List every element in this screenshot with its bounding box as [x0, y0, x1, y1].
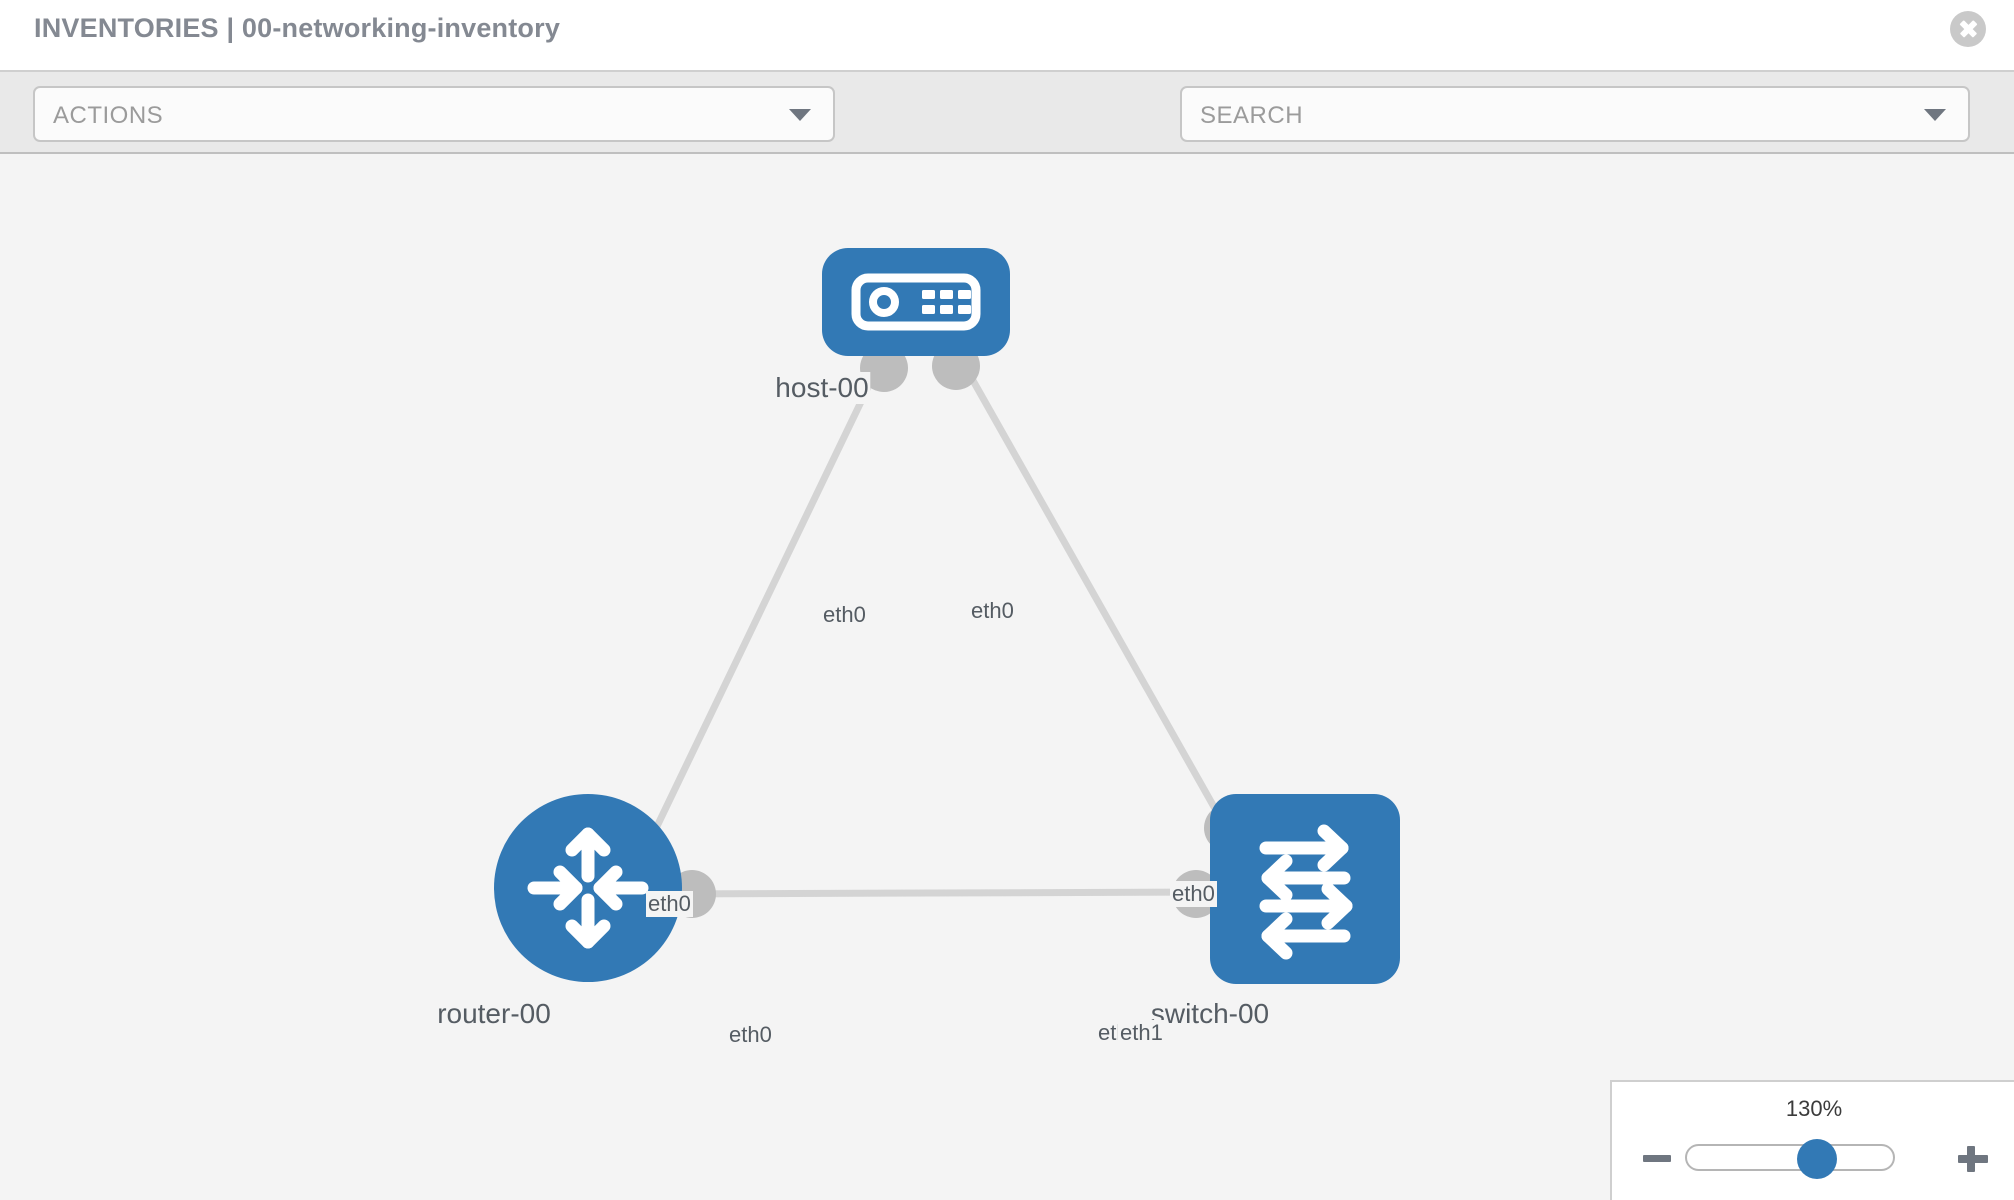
zoom-panel: 130% [1610, 1080, 2014, 1200]
link-host-switch [954, 352, 1248, 862]
node-switch-00-shape[interactable] [1210, 794, 1400, 984]
page-title: INVENTORIES | 00-networking-inventory [34, 13, 561, 43]
plus-icon-vertical [1967, 1146, 1975, 1172]
chevron-down-icon [1924, 109, 1946, 121]
actions-dropdown[interactable]: ACTIONS [33, 86, 835, 142]
port-host-left [860, 344, 908, 392]
port-label: eth0 [1170, 881, 1217, 907]
zoom-out-button[interactable] [1641, 1142, 1675, 1176]
node-switch-00-label: switch-00 [1148, 998, 1272, 1030]
server-icon [851, 273, 981, 331]
close-icon[interactable] [1950, 11, 1986, 47]
node-router-00-label: router-00 [435, 998, 553, 1030]
zoom-level-label: 130% [1785, 1096, 1843, 1121]
router-arrows-icon [527, 827, 649, 949]
zoom-slider-thumb[interactable] [1796, 1139, 1837, 1179]
minus-icon [1643, 1155, 1671, 1162]
zoom-in-button[interactable] [1956, 1142, 1990, 1176]
toolbar: ACTIONS SEARCH [0, 70, 2014, 201]
chevron-down-icon [789, 109, 811, 121]
link-router-switch [659, 888, 1213, 898]
link-host-router [632, 352, 888, 872]
node-host-00-shape[interactable] [822, 248, 1010, 356]
port-label: eth0 [969, 598, 1016, 624]
port-label: eth0 [727, 1022, 774, 1048]
node-router-00-shape[interactable] [494, 794, 682, 982]
actions-dropdown-label: ACTIONS [53, 102, 164, 129]
node-host-00-label: host-00 [773, 372, 871, 404]
search-input[interactable]: SEARCH [1180, 86, 1970, 142]
port-label: eth0 [646, 891, 693, 917]
port-label: eth1 [1118, 1020, 1165, 1046]
topology-canvas[interactable]: host-00 [0, 154, 2014, 1200]
page-header: INVENTORIES | 00-networking-inventory [0, 0, 2014, 70]
port-label: eth0 [821, 602, 868, 628]
search-placeholder: SEARCH [1200, 102, 1304, 129]
zoom-slider[interactable] [1685, 1139, 1895, 1179]
port-connectors [668, 342, 1252, 918]
switch-arrows-icon [1259, 824, 1353, 960]
